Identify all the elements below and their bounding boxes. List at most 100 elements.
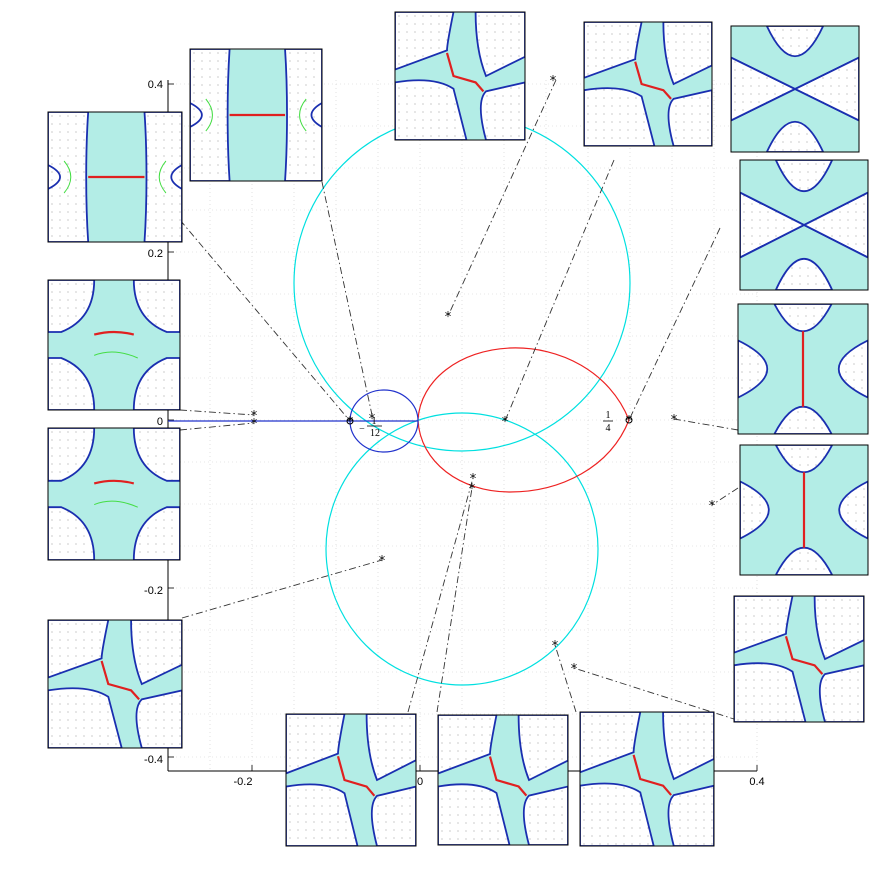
inset-region (774, 547, 834, 575)
marker-star: * (251, 409, 258, 424)
x-tick-label: 0 (417, 776, 423, 788)
leader-line (407, 477, 474, 713)
marker-star: * (550, 74, 557, 89)
leader-line (436, 487, 473, 713)
marker-star: * (379, 554, 386, 569)
curves (168, 114, 633, 686)
inset-panel (285, 713, 417, 847)
inset-region (662, 22, 712, 86)
inset-edge (48, 164, 61, 190)
marker-star: * (626, 414, 633, 429)
inset-region (132, 280, 180, 333)
quarter-denominator: 4 (606, 423, 611, 434)
leader-line (181, 559, 383, 619)
inset-region (286, 714, 346, 775)
inset-frame (579, 711, 715, 847)
inset-edge (740, 191, 868, 259)
inset-region (284, 49, 322, 181)
markers: *************** (251, 74, 716, 677)
label-minus-one-twelfth: − 1 12 (359, 416, 382, 439)
inset-region (584, 87, 656, 146)
inset-frame (733, 595, 865, 723)
inset-region (813, 596, 864, 661)
inset-edge (632, 754, 672, 796)
inset-region (48, 687, 123, 748)
inset-frame (583, 21, 713, 147)
inset-edge (784, 636, 824, 675)
inset-region (734, 596, 794, 654)
inset-region (773, 406, 833, 434)
inset-panel (47, 619, 183, 749)
inset-panel (579, 711, 715, 847)
inset-region (818, 664, 864, 722)
inset-region (740, 480, 770, 540)
inset-region (765, 121, 825, 152)
inset-edge (190, 102, 203, 128)
inset-region (143, 112, 182, 242)
marker-star: * (347, 415, 354, 430)
leader-line (179, 409, 255, 416)
inset-region (838, 339, 868, 399)
inset-region (130, 620, 182, 686)
inset-panel (47, 279, 181, 411)
inset-region (48, 280, 96, 333)
inset-panel (739, 159, 869, 291)
red-loop-curve (417, 347, 630, 493)
inset-panel (739, 444, 869, 576)
inset-region (774, 160, 834, 192)
inset-frame (189, 48, 323, 182)
inset-panel (737, 303, 869, 435)
leader-lines (179, 79, 739, 721)
marker-star: * (502, 415, 509, 430)
twelfth-sign: − (359, 424, 365, 435)
inset-region (738, 339, 768, 399)
marker-star: * (469, 482, 476, 497)
point-minus-one-twelfth (346, 417, 354, 425)
inset-region (438, 715, 498, 775)
inset-edge (94, 500, 138, 508)
inset-region (370, 785, 416, 846)
inset-region (438, 783, 511, 845)
inset-region (838, 480, 868, 540)
inset-region (580, 712, 642, 774)
inset-edge (731, 56, 859, 122)
cyan-lower-circle (325, 412, 599, 686)
inset-panel (189, 48, 323, 182)
inset-edge (158, 160, 167, 194)
label-one-quarter: 1 4 (603, 410, 613, 434)
leader-line (179, 219, 351, 422)
inset-region (765, 26, 825, 57)
marker-star: * (671, 413, 678, 428)
y-tick-label: 0 (157, 416, 163, 428)
inset-frame (47, 279, 181, 411)
inset-region (132, 428, 180, 482)
marker-star: * (369, 412, 376, 427)
inset-panel (437, 714, 569, 846)
inset-region (190, 49, 231, 181)
leader-line (673, 418, 739, 431)
quarter-numerator: 1 (606, 410, 611, 421)
inset-region (774, 258, 834, 290)
inset-region (584, 22, 643, 79)
inset-frame (739, 444, 869, 576)
inset-edge (205, 98, 213, 132)
inset-frame (730, 25, 860, 153)
y-tick-label: -0.4 (144, 754, 163, 766)
inset-region (48, 620, 110, 679)
leader-line (711, 487, 739, 506)
marker-star: * (470, 472, 477, 487)
inset-edge (93, 330, 135, 336)
x-tick-label: -0.2 (234, 776, 253, 788)
inset-region (580, 782, 655, 846)
inset-frame (47, 619, 183, 749)
inset-region (734, 662, 807, 722)
inset-region (662, 712, 714, 781)
inset-region (517, 715, 568, 782)
inset-panel (733, 595, 865, 723)
inset-region (522, 785, 568, 845)
inset-region (286, 783, 359, 846)
inset-frame (47, 111, 183, 243)
inset-panel (730, 25, 860, 153)
twelfth-denominator: 12 (370, 428, 380, 439)
